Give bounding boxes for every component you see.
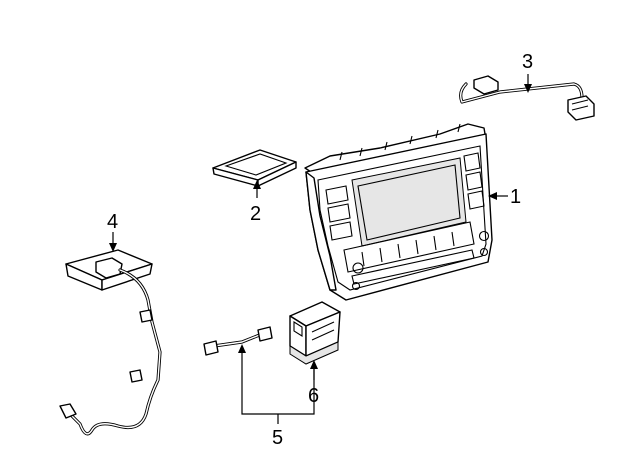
callout-4: 4 [107, 211, 118, 233]
callout-1: 1 [510, 186, 521, 208]
part-1-display-unit [304, 123, 493, 301]
callout-3: 3 [522, 51, 533, 73]
part-2-control-module [212, 149, 297, 187]
callout-leaders [109, 74, 532, 424]
part-6-relay-module [289, 301, 341, 365]
part-5-connector-cable [203, 326, 273, 356]
callout-5: 5 [272, 427, 283, 449]
part-3-wire-harness [459, 75, 595, 121]
callout-2: 2 [250, 203, 261, 225]
callout-6: 6 [308, 385, 319, 407]
part-4-bracket-harness [59, 249, 162, 436]
